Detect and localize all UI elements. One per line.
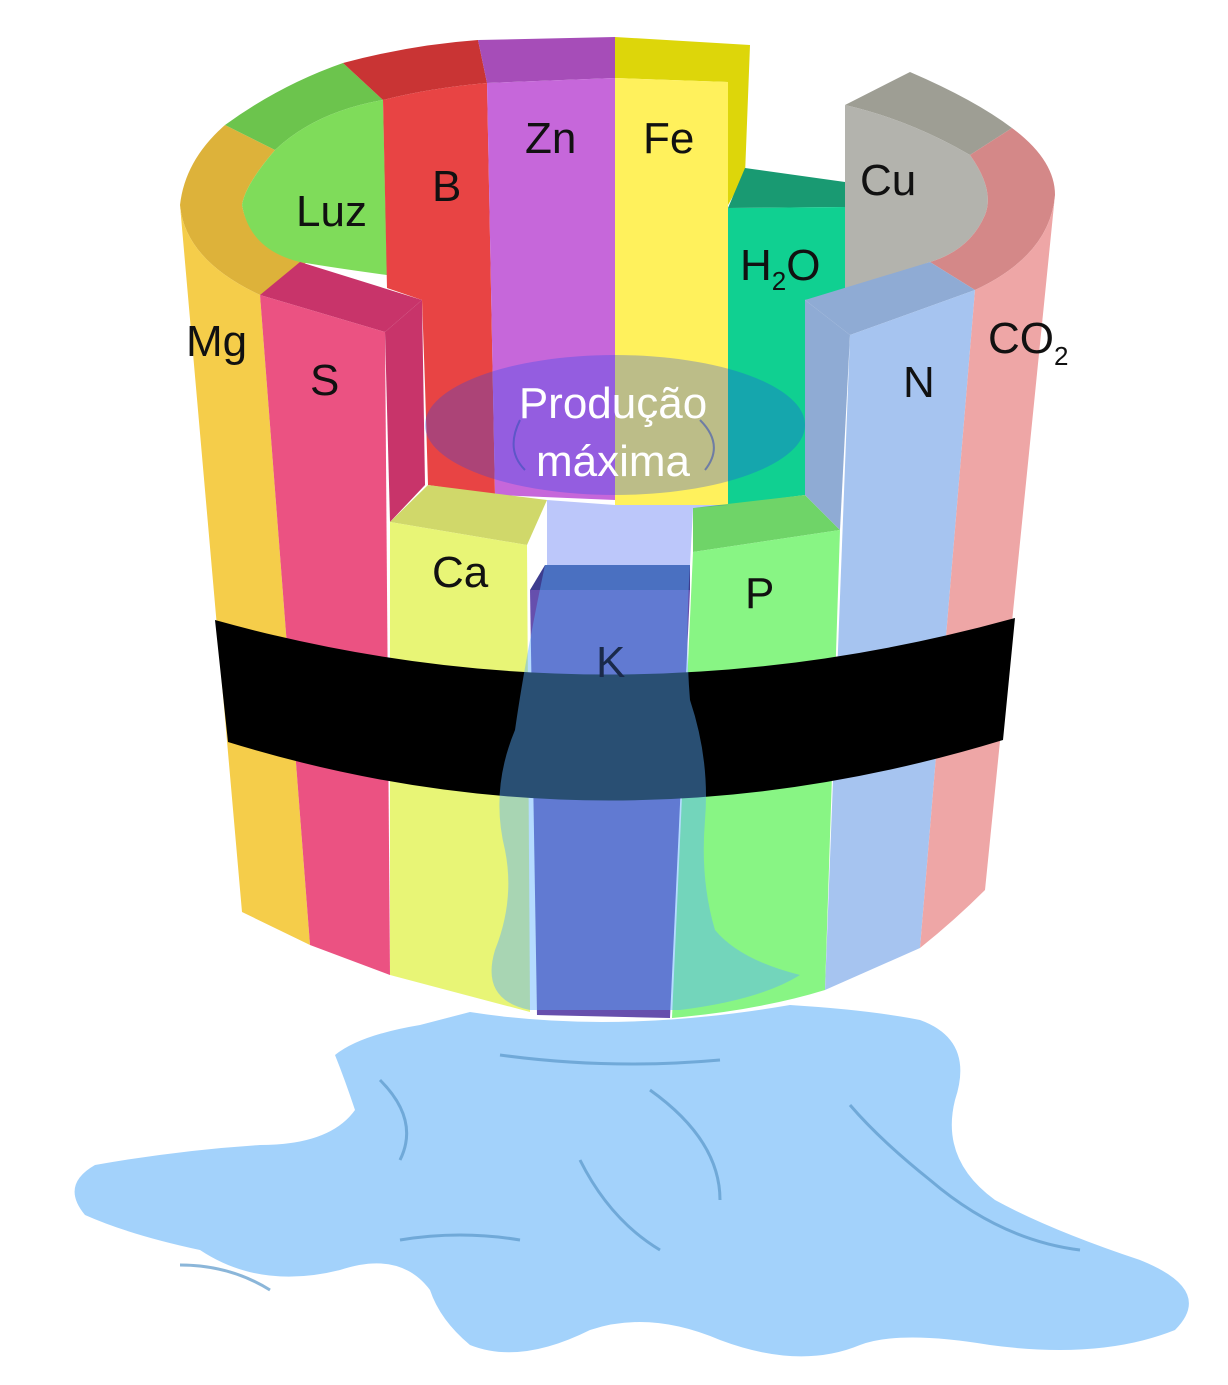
stave-mg: [180, 205, 310, 945]
water-column: [547, 500, 728, 565]
stave-s-top: [260, 262, 422, 332]
stave-n-top: [805, 262, 975, 335]
label-n: N: [903, 358, 935, 407]
stave-n-side: [805, 300, 850, 530]
stave-co2: [920, 195, 1055, 948]
water-puddle: [74, 1005, 1189, 1357]
labels: Mg Luz B Zn Fe Cu H2O CO2 S N Ca P K Pro…: [186, 114, 1068, 687]
stave-fe: [615, 78, 728, 505]
label-ca: Ca: [432, 548, 489, 597]
label-luz: Luz: [296, 187, 367, 236]
stave-b: [383, 83, 495, 495]
stave-co2-rim: [930, 128, 1055, 290]
label-co2-sub: 2: [1054, 341, 1068, 371]
label-h2o-sub: 2: [772, 266, 786, 296]
stave-k-top: [530, 565, 690, 590]
center-label-line2: máxima: [536, 437, 691, 486]
label-p: P: [745, 569, 774, 618]
water-ripples: [179, 1053, 1081, 1292]
stave-zn-rim: [478, 37, 615, 83]
label-cu: Cu: [860, 156, 916, 205]
stave-fe-rim: [615, 37, 750, 205]
label-fe: Fe: [643, 114, 694, 163]
stave-n: [825, 290, 975, 990]
stave-b-rim: [343, 40, 487, 100]
label-h2o: H2O: [740, 241, 820, 296]
stave-s: [260, 295, 390, 975]
label-k: K: [596, 638, 625, 687]
stave-luz: [242, 100, 387, 275]
stave-s-side: [385, 300, 425, 522]
label-h2o-tail: O: [786, 241, 820, 290]
label-zn: Zn: [525, 114, 576, 163]
label-b: B: [432, 162, 461, 211]
stave-zn: [487, 78, 615, 500]
stave-h2o-rim: [728, 168, 845, 208]
water-ripple: [512, 419, 715, 471]
label-co2: CO2: [988, 314, 1068, 371]
stave-luz-rim: [225, 63, 383, 150]
stave-ca-top: [390, 485, 547, 545]
water-inside: [425, 355, 805, 565]
barrel-band: [215, 618, 1015, 801]
label-h2o-main: H: [740, 241, 772, 290]
stave-cu-rim: [845, 72, 1012, 155]
label-co2-main: CO: [988, 314, 1054, 363]
label-mg: Mg: [186, 317, 247, 366]
label-s: S: [310, 356, 339, 405]
back-staves: [180, 37, 1055, 505]
water-stream: [491, 565, 800, 1010]
water-surface: [425, 355, 805, 495]
center-label-line1: Produção: [519, 379, 707, 428]
water-overflow: [74, 565, 1189, 1357]
stave-cu: [845, 105, 988, 292]
stave-p-top: [693, 495, 840, 552]
stave-h2o: [728, 207, 845, 505]
